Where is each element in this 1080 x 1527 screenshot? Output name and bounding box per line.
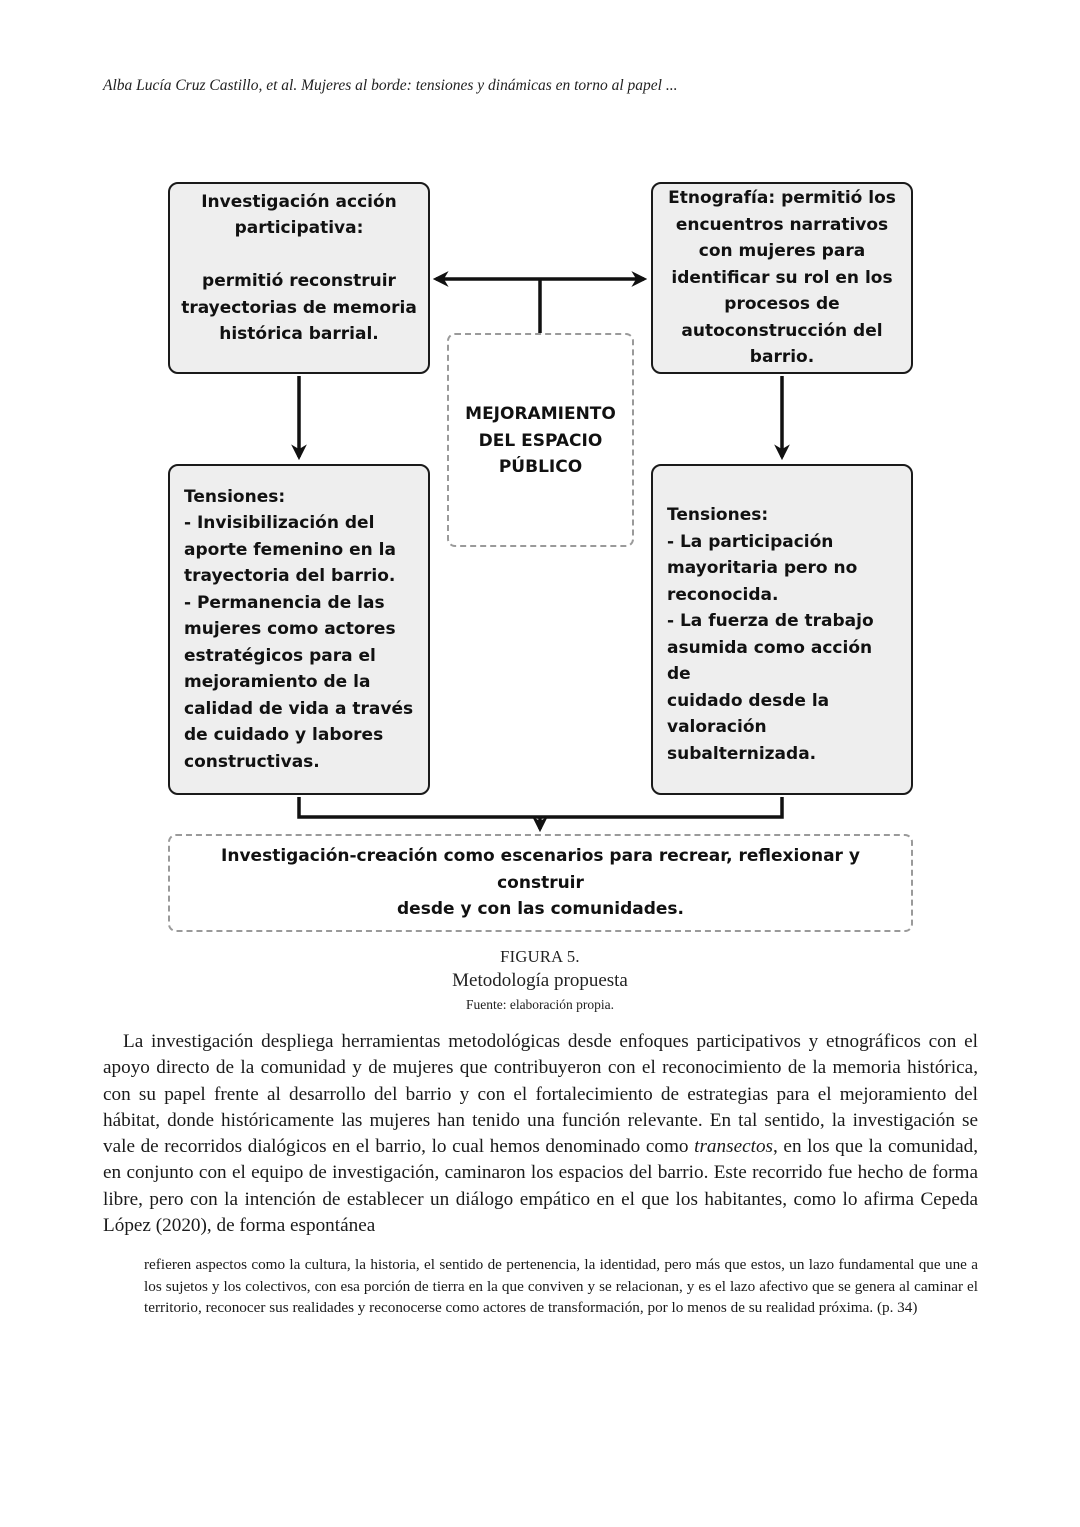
running-head: Alba Lucía Cruz Castillo, et al. Mujeres… (103, 77, 678, 94)
methodology-diagram: Investigación acción participativa: perm… (168, 182, 913, 932)
iap-box: Investigación acción participativa: perm… (168, 182, 430, 374)
tensions-left-box: Tensiones: - Invisibilización del aporte… (168, 464, 430, 795)
body-italic-term: transectos (694, 1136, 774, 1158)
figure-title: Metodología propuesta (452, 970, 628, 991)
body-paragraph: La investigación despliega herramientas … (103, 1029, 978, 1239)
body-paragraph-end: , en los que la comunidad, en conjunto c… (103, 1136, 978, 1237)
research-creation-box: Investigación-creación como escenarios p… (168, 834, 913, 932)
public-space-box: MEJORAMIENTO DEL ESPACIO PÚBLICO (447, 333, 634, 547)
body-paragraph-start: La investigación despliega herramientas … (103, 1031, 978, 1158)
research-creation-text: Investigación-creación como escenarios p… (221, 846, 860, 920)
diagram-connectors (291, 271, 790, 833)
figure-source: Fuente: elaboración propia. (465, 997, 615, 1012)
tensions-right-text: Tensiones: - La participación mayoritari… (667, 505, 874, 764)
iap-box-text: Investigación acción participativa: perm… (181, 191, 417, 345)
figure-number: FIGURA 5. (500, 947, 580, 966)
ethnography-box-text: Etnografía: permitió los encuentros narr… (668, 188, 896, 368)
merge-connector (297, 797, 784, 819)
ethnography-box: Etnografía: permitió los encuentros narr… (651, 182, 913, 374)
block-quote: refieren aspectos como la cultura, la hi… (144, 1256, 978, 1316)
tensions-right-box: Tensiones: - La participación mayoritari… (651, 464, 913, 795)
tensions-left-text: Tensiones: - Invisibilización del aporte… (184, 486, 414, 772)
public-space-box-text: MEJORAMIENTO DEL ESPACIO PÚBLICO (465, 404, 616, 477)
